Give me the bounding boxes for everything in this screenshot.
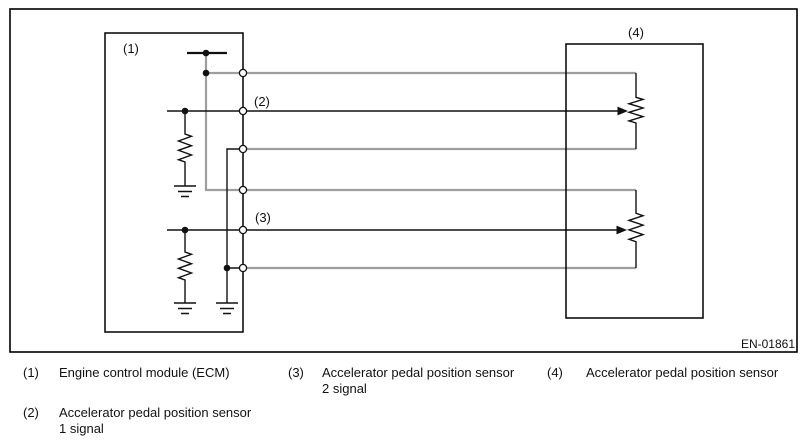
resistor-2-zigzag: [176, 230, 194, 303]
ground-return-wires: [243, 147, 636, 270]
legend-label: Accelerator pedal position sensor: [586, 365, 779, 380]
potentiometer-2: [626, 190, 646, 268]
signal2-wire: [167, 225, 627, 235]
wiper-arrow-icon-1: [617, 106, 628, 116]
potentiometer-1-element: [626, 73, 646, 149]
ground-icon-2: [174, 302, 196, 315]
junction-dot: [181, 107, 189, 115]
ground-icon-1: [174, 185, 196, 198]
callout-signal2: (3): [255, 210, 271, 225]
terminal-pin-ground-1: [238, 144, 248, 154]
ecm-resistor-2: [174, 230, 196, 315]
legend-label: Accelerator pedal position sensor 2 sign…: [322, 365, 515, 396]
legend: (1) Engine control module (ECM) (2) Acce…: [0, 355, 808, 445]
supply-wires: [204, 53, 636, 192]
legend-number: (3): [288, 365, 304, 380]
legend-number: (2): [23, 405, 39, 420]
circuit-diagram-canvas: (1) (2) (3) (4) EN-01861: [9, 8, 798, 353]
callout-ecm: (1): [123, 41, 139, 56]
junction-dot: [202, 69, 210, 77]
diagram-border: [9, 8, 798, 353]
legend-label: Accelerator pedal position sensor 1 sign…: [59, 405, 252, 436]
ground-icon-3: [216, 302, 238, 315]
junction-dot: [202, 49, 210, 57]
junction-dots: [181, 49, 231, 272]
terminal-pin-signal-1: [238, 106, 248, 116]
wiper-arrow-icon-2: [616, 225, 627, 235]
signal1-wire: [167, 106, 628, 116]
internal-ground-line: [226, 148, 243, 303]
legend-number: (1): [23, 365, 39, 380]
ecm-terminals: [238, 68, 248, 273]
junction-dot: [181, 226, 189, 234]
supply-wire: [204, 53, 636, 192]
sensor-box: [565, 43, 704, 319]
legend-label: Engine control module (ECM): [59, 365, 230, 380]
terminal-pin-supply-1: [238, 68, 248, 78]
legend-number: (4): [547, 365, 563, 380]
resistor-1-zigzag: [176, 111, 194, 186]
junction-dot: [223, 264, 231, 272]
ecm-resistor-1: [174, 111, 196, 198]
terminal-pin-supply-2: [238, 185, 248, 195]
ecm-box: [104, 32, 244, 333]
callout-signal1: (2): [254, 94, 270, 109]
terminal-pin-signal-2: [238, 225, 248, 235]
callout-sensor: (4): [628, 25, 644, 40]
terminal-pin-ground-2: [238, 263, 248, 273]
figure-code: EN-01861: [741, 337, 795, 351]
potentiometer-1: [626, 73, 646, 149]
potentiometer-2-element: [626, 190, 646, 268]
